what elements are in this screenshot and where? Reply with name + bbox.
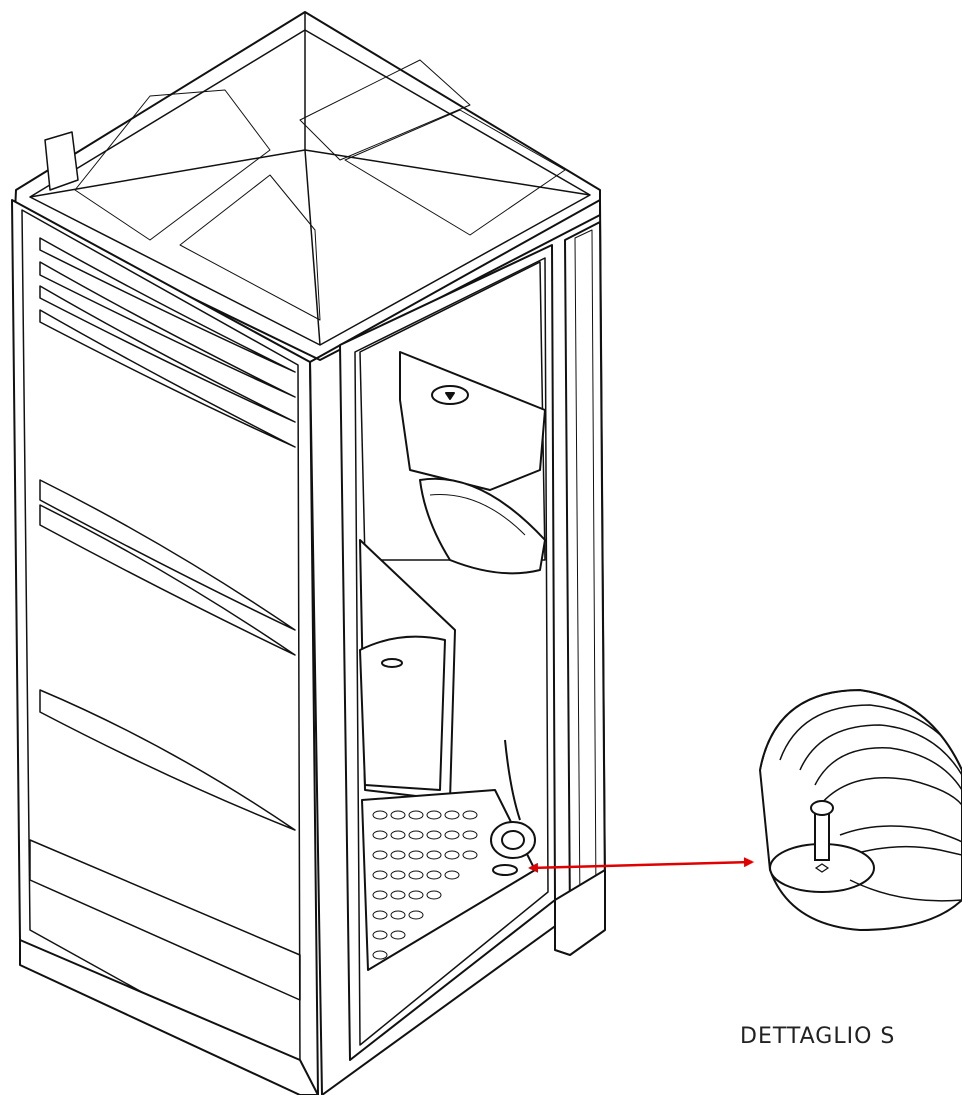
- louvered-side-vents: [39, 237, 296, 831]
- wall-mounted-tank: [399, 351, 546, 491]
- detail-s-label: DETTAGLIO S: [740, 1024, 896, 1049]
- interior-back-wall: [359, 261, 546, 561]
- drain-fitting: [490, 739, 536, 876]
- portable-toilet-cabin: [11, 11, 606, 1095]
- base-plinth: [19, 869, 606, 1095]
- callout-arrow: [528, 857, 754, 873]
- pyramidal-roof: [14, 11, 601, 361]
- detail-s-outline: [758, 688, 962, 932]
- urinal: [419, 477, 546, 575]
- detail-s-magnified-view: [760, 690, 962, 930]
